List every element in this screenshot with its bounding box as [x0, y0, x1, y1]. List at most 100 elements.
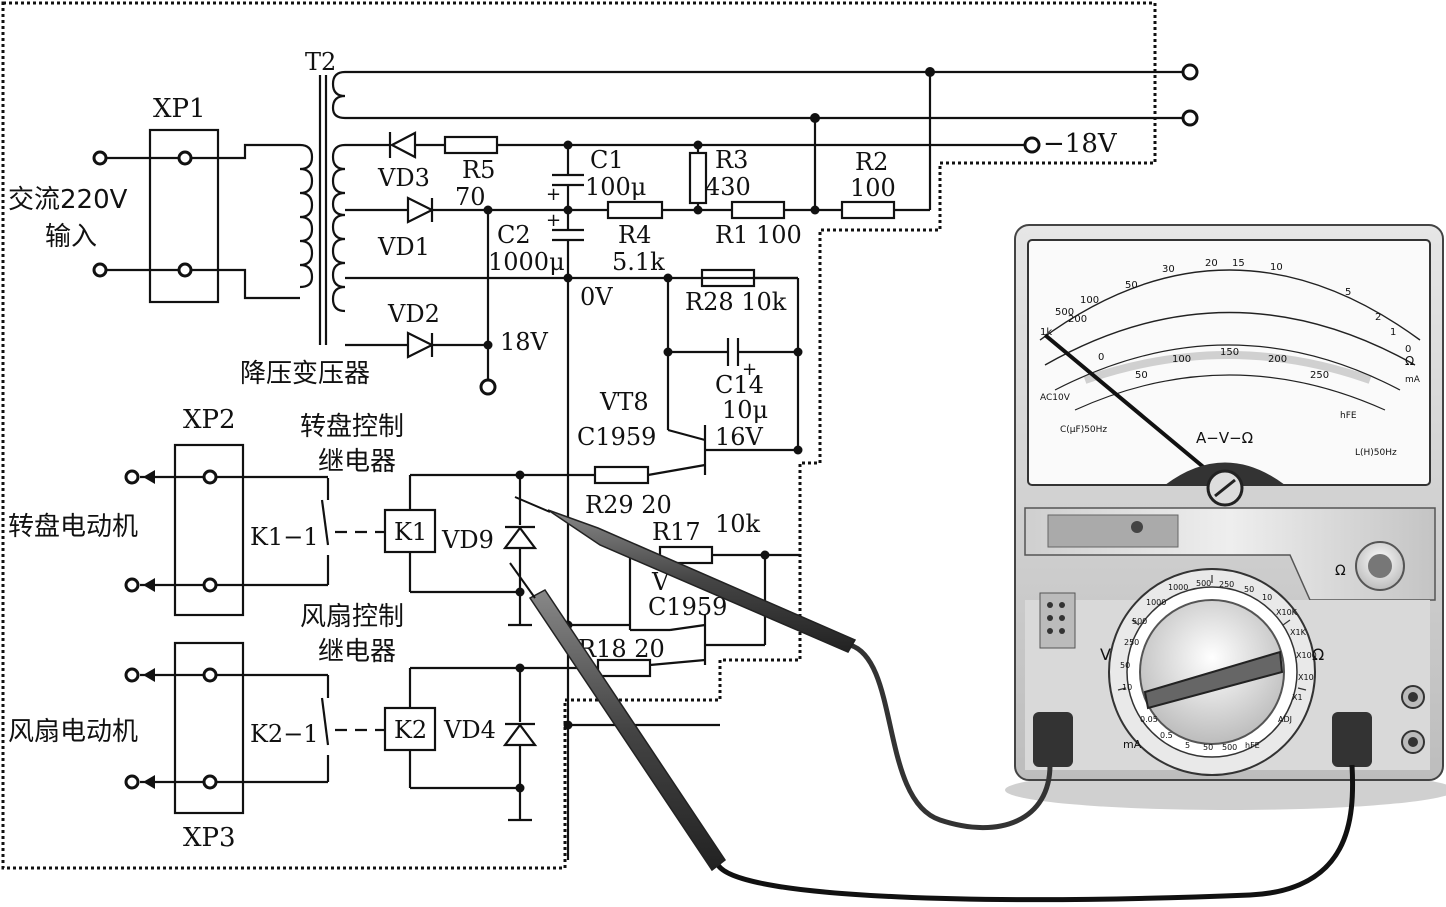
vd4-label: VD4 [443, 716, 496, 744]
t2-label: T2 [305, 48, 336, 76]
k2-1-label: K2−1 [250, 720, 319, 748]
meter-l-label: L(H)50Hz [1355, 448, 1397, 458]
ohm-tick: 50 [1125, 280, 1138, 291]
meter-ohm-scale: 1k 500 200 100 50 30 20 15 10 5 2 1 0 [1040, 258, 1411, 355]
dial-range: 250 [1124, 638, 1139, 647]
c1-plus: + [546, 184, 561, 205]
turntable-relay-label: 转盘控制 [300, 412, 404, 442]
zero-v-label: 0V [580, 283, 613, 311]
dial-range: ADJ [1278, 715, 1292, 724]
c14-value: 10μ [722, 396, 768, 424]
dial-range: 5 [1185, 741, 1190, 750]
meter-ac10v: AC10V [1040, 393, 1071, 403]
meter-c-label: C(μF)50Hz [1060, 425, 1107, 435]
r4-value: 5.1k [612, 248, 665, 276]
ohm-tick: 1k [1040, 327, 1052, 338]
negative-rail [345, 131, 1041, 159]
xp1-label: XP1 [153, 94, 206, 124]
ohm-tick: 30 [1162, 264, 1175, 275]
r17-value: 10k [715, 510, 761, 538]
ohm-tick: 5 [1345, 287, 1351, 298]
ac-input-label: 交流220V [8, 185, 128, 215]
meter-ma-unit: mA [1405, 375, 1421, 385]
ohm-tick: 200 [1068, 314, 1087, 325]
dial-range: X1 [1292, 693, 1303, 702]
xp2-socket [124, 443, 328, 617]
dc-tick: 0 [1098, 352, 1104, 363]
vd9-label: VD9 [441, 526, 494, 554]
r18-label: R18 20 [578, 635, 665, 663]
r2-label: R2 [855, 148, 888, 176]
turntable-motor-label: 转盘电动机 [8, 512, 138, 542]
r4-label: R4 [618, 221, 651, 249]
dc-tick: 250 [1310, 370, 1329, 381]
multimeter [1005, 224, 1446, 810]
ohm-tick: 20 [1205, 258, 1218, 269]
zero-ohm-knob-label: Ω [1335, 563, 1346, 579]
dial-range: X1K [1290, 628, 1307, 637]
ac-input-label-2: 输入 [45, 222, 97, 252]
dial-range: 1000 [1168, 583, 1188, 592]
c2-plus: + [546, 210, 561, 231]
dial-range: 1000 [1146, 598, 1166, 607]
mid-rail [345, 145, 930, 396]
dial-range: 50 [1120, 661, 1130, 670]
dial-v-label: V [1100, 645, 1111, 664]
c14-plus: + [742, 359, 757, 380]
c14-label: C14 [715, 371, 764, 399]
neg18v-label: −18V [1043, 129, 1118, 159]
c2-value: 1000μ [488, 248, 565, 276]
c14-voltage: 16V [715, 423, 764, 451]
meter-hfe: hFE [1340, 411, 1357, 421]
r2-value: 100 [850, 174, 896, 202]
k2-label: K2 [394, 716, 427, 744]
c2-label: C2 [497, 221, 531, 249]
fan-relay-label: 风扇控制 [300, 602, 404, 632]
dial-range: 250 [1219, 580, 1234, 589]
dial-range: 500 [1222, 743, 1237, 752]
ohm-tick: 10 [1270, 262, 1283, 273]
k1-relay-circuit [320, 465, 650, 627]
k2-relay-circuit [320, 663, 720, 822]
lower-transistor-type: C1959 [648, 593, 727, 621]
r3-label: R3 [715, 146, 748, 174]
vt8-stage [647, 278, 803, 477]
xp1-socket [92, 128, 300, 304]
k1-label: K1 [394, 518, 427, 546]
dial-ohm-label: Ω [1312, 645, 1324, 664]
ohm-tick: 0 [1405, 344, 1411, 355]
dc-tick: 100 [1172, 354, 1191, 365]
r1-label: R1 100 [715, 221, 802, 249]
dial-range: 0.05 [1140, 715, 1158, 724]
dial-range: 50 [1244, 585, 1254, 594]
r5-label: R5 [462, 156, 495, 184]
dial-range: 10 [1122, 683, 1132, 692]
enclosure-outline [1, 1, 1157, 870]
dial-range: 0.5 [1160, 731, 1173, 740]
dial-range: 500 [1196, 579, 1211, 588]
fan-relay-label-2: 继电器 [318, 637, 396, 667]
r17-label: R17 [652, 518, 701, 546]
dc-tick: 50 [1135, 370, 1148, 381]
fan-motor-label: 风扇电动机 [8, 717, 138, 747]
vt8-type: C1959 [577, 423, 656, 451]
vd2-branch [345, 331, 493, 359]
dial-range: 500 [1132, 617, 1147, 626]
meter-ohm-unit: Ω [1405, 354, 1414, 368]
lower-transistor-label: V [651, 568, 670, 596]
probe-leads [509, 496, 1356, 903]
ohm-tick: 15 [1232, 258, 1245, 269]
dial-range: X10 [1298, 673, 1314, 682]
xp3-label: XP3 [183, 823, 236, 853]
ohm-tick: 1 [1390, 327, 1396, 338]
c1-label: C1 [590, 146, 624, 174]
xp2-label: XP2 [183, 405, 236, 435]
dc-tick: 150 [1220, 347, 1239, 358]
dial-ma-label: mA [1123, 738, 1142, 751]
vt8-label: VT8 [599, 388, 649, 416]
transformer-label: 降压变压器 [240, 359, 370, 389]
r5-value: 70 [455, 183, 486, 211]
dial-range: hFE [1245, 741, 1260, 750]
